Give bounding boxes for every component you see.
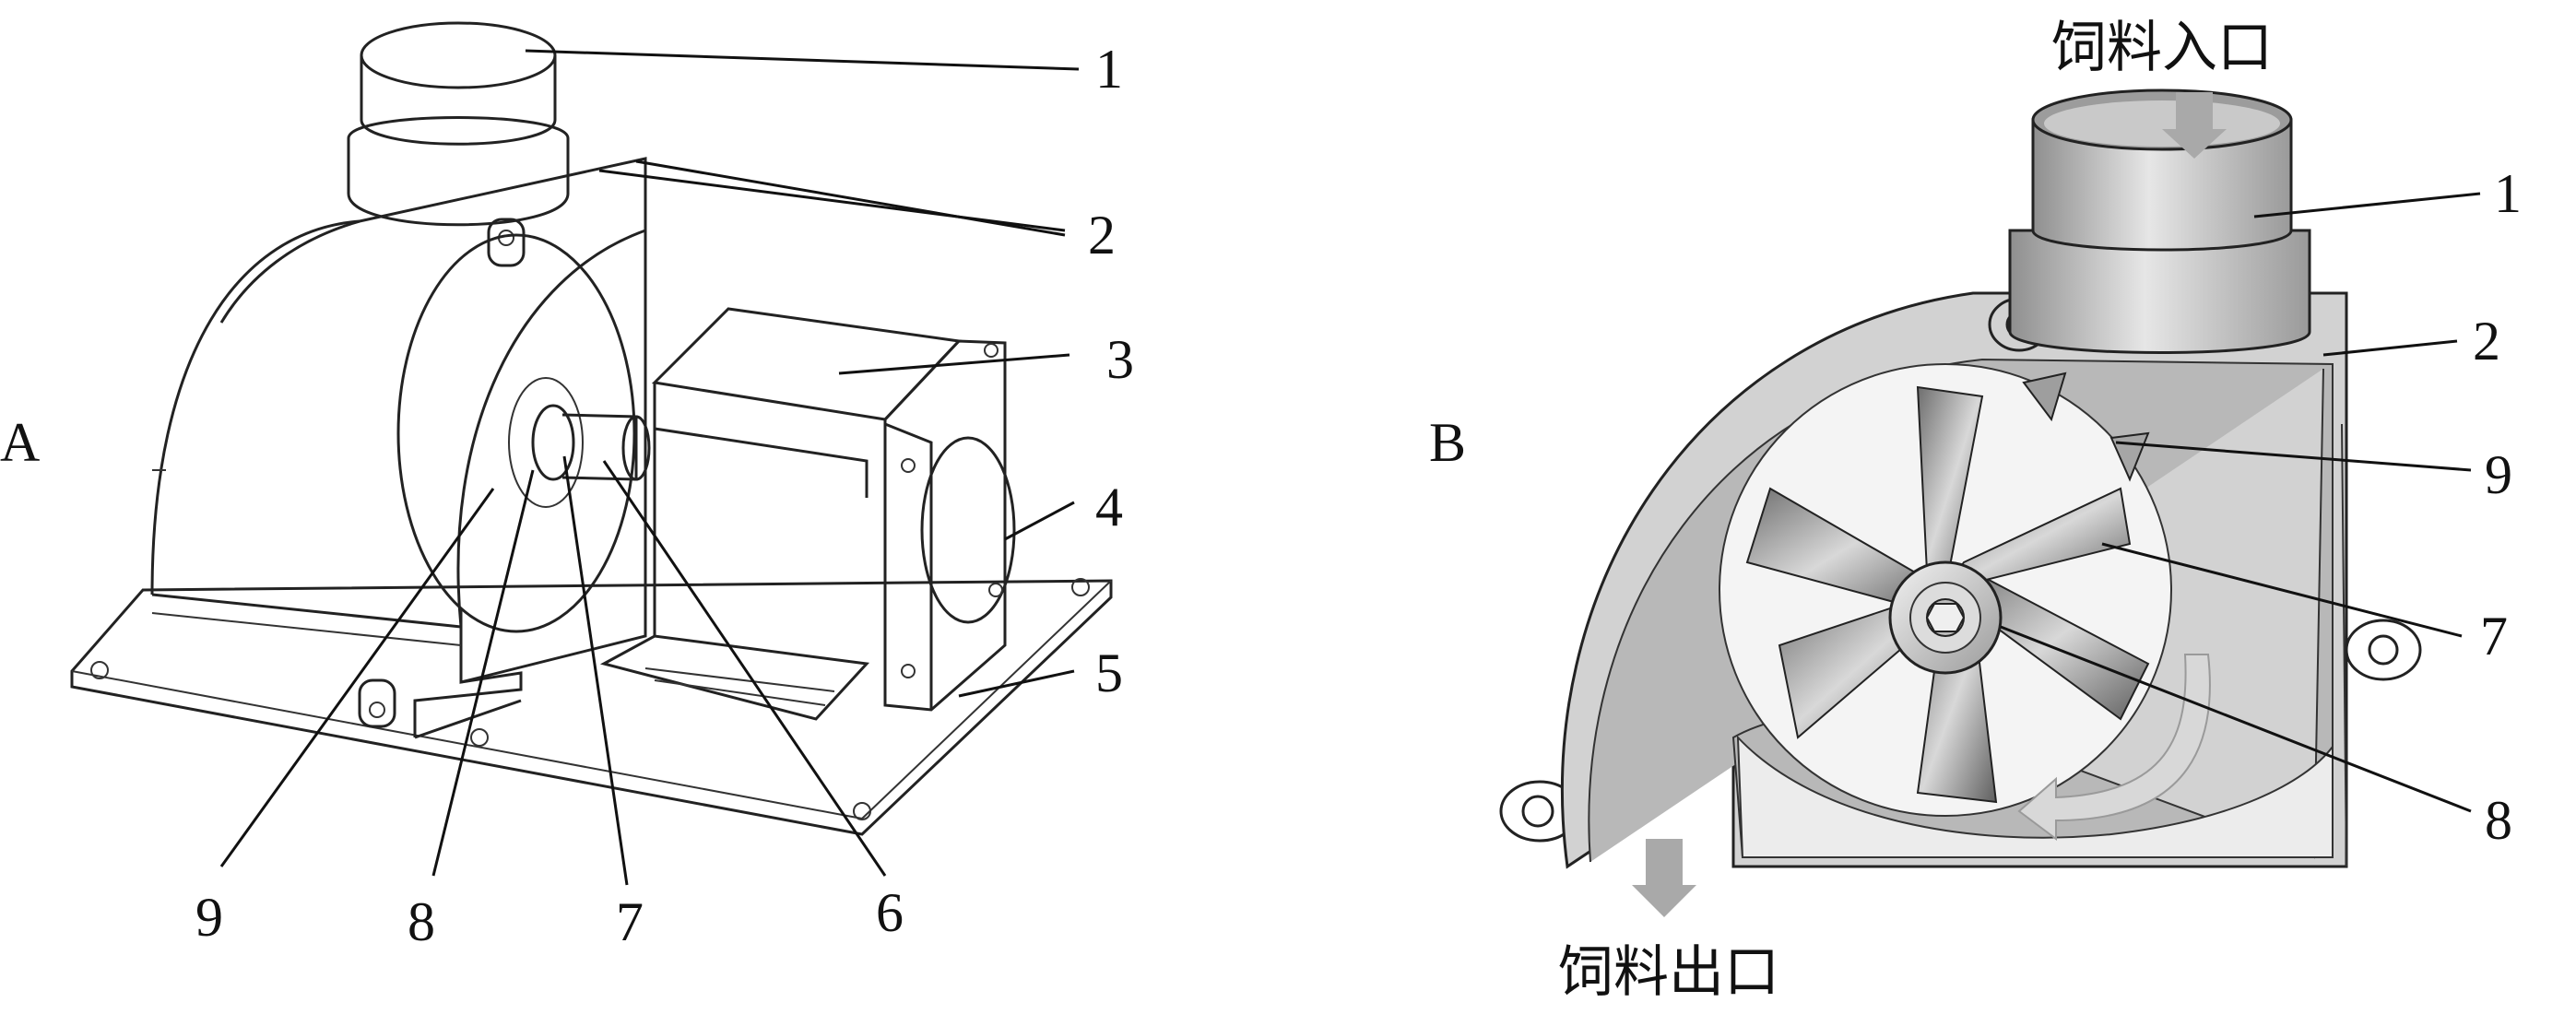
callout-a-9: 9: [195, 887, 223, 948]
callout-a-2: 2: [1088, 205, 1116, 265]
base-plate: [70, 579, 1113, 836]
outlet-label: 饲料出口: [1558, 940, 1779, 1005]
callout-a-7: 7: [616, 891, 644, 952]
outlet-arrow: [1632, 839, 1696, 917]
callout-a-3: 3: [1106, 329, 1134, 390]
cover-disk-a: [396, 233, 636, 633]
callout-a-8: 8: [408, 891, 435, 952]
panel-a-drawing: [70, 21, 1113, 836]
callout-b-2: 2: [2473, 311, 2500, 371]
rotation-arrow: [2017, 654, 2211, 841]
callout-a-4: 4: [1095, 477, 1123, 537]
callout-a-5: 5: [1095, 643, 1123, 703]
motor-a: [651, 307, 963, 421]
inlet-duct-a: [360, 21, 557, 89]
panel-b-drawing: [1499, 88, 2422, 917]
callout-b-7: 7: [2480, 606, 2508, 666]
callout-b-9: 9: [2485, 444, 2512, 505]
panel-a-label: A: [0, 412, 40, 473]
callout-b-1: 1: [2494, 163, 2522, 224]
callout-b-8: 8: [2485, 790, 2512, 851]
callout-a-1: 1: [1095, 39, 1123, 100]
inlet-label: 饲料入口: [2051, 16, 2273, 80]
callout-a-6: 6: [876, 882, 904, 943]
panel-b-leaders: [2000, 192, 2481, 813]
panel-a-leaders: [219, 49, 1080, 886]
panel-b-label: B: [1429, 412, 1466, 473]
inlet-arrow: [2162, 92, 2227, 159]
